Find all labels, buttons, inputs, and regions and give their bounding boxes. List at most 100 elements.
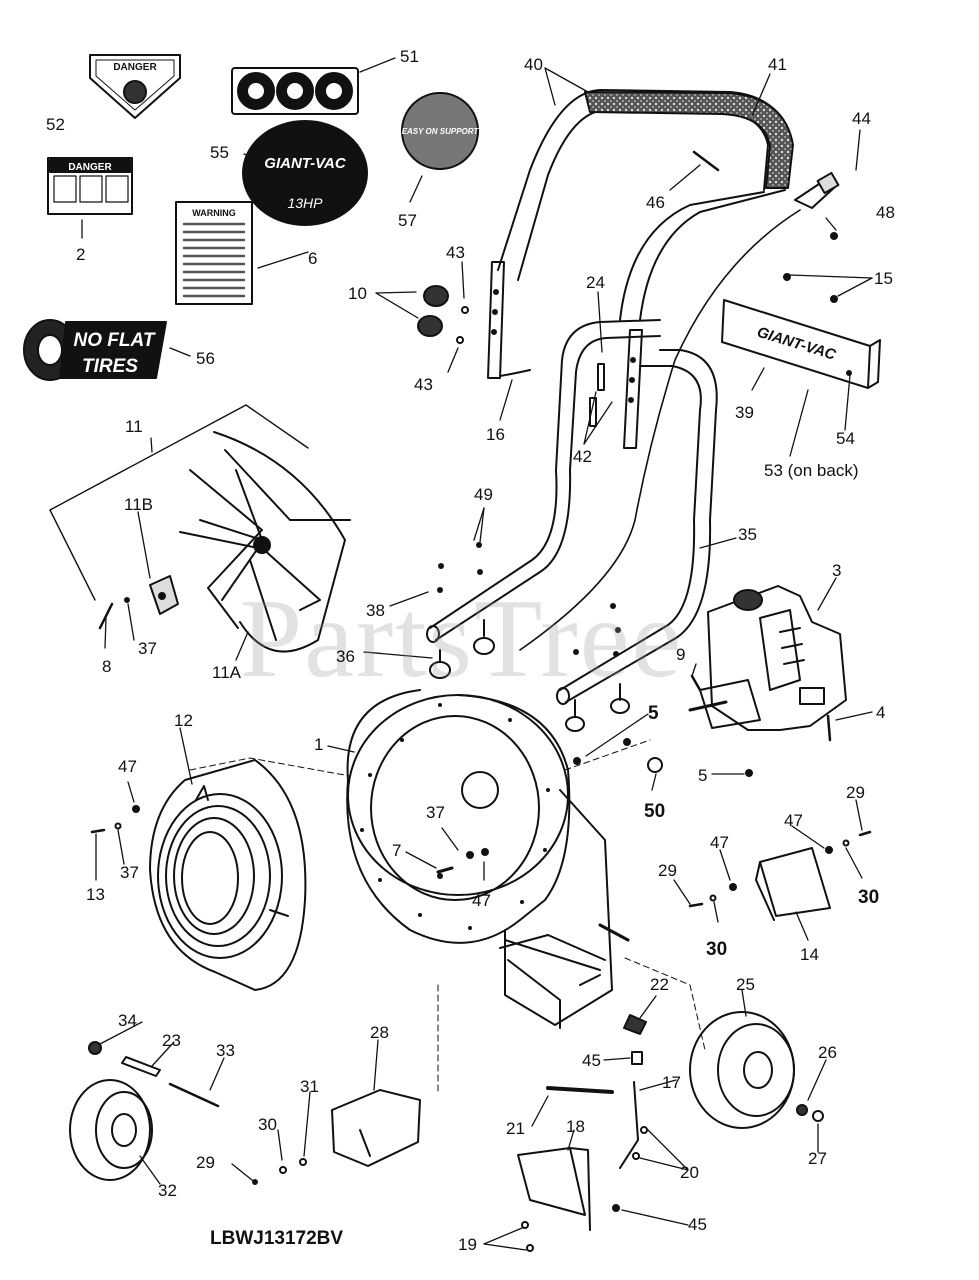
engine [688, 585, 847, 742]
model-code: LBWJ13172BV [210, 1228, 344, 1249]
inlet-cover [90, 759, 307, 991]
callout-43-bottom: 43 [414, 375, 433, 394]
callout-52: 52 [46, 115, 65, 134]
callout-30-mid: 30 [706, 939, 728, 960]
callout-45-lower: 45 [688, 1215, 707, 1234]
callout-28: 28 [370, 1023, 389, 1042]
callout-22: 22 [650, 975, 669, 994]
callout-29-left: 29 [196, 1153, 215, 1172]
assembly-lines [189, 739, 706, 1093]
callout-48: 48 [876, 203, 895, 222]
wheel-left-assembly [69, 1041, 220, 1181]
easy-badge-text: EASY ON SUPPORT [402, 127, 480, 136]
callout-20: 20 [680, 1163, 699, 1182]
danger-label-text: DANGER [68, 162, 112, 173]
callout-5-upper: 5 [648, 703, 659, 724]
callout-43-top: 43 [446, 243, 465, 262]
callout-4: 4 [876, 703, 886, 722]
watermark: PartsTree [240, 577, 684, 701]
callout-29-right: 29 [846, 783, 865, 802]
easy-badge-decal [401, 92, 479, 170]
callout-9: 9 [676, 645, 686, 664]
callout-37-housing: 37 [426, 803, 445, 822]
callout-21: 21 [506, 1119, 525, 1138]
callout-17: 17 [662, 1073, 681, 1092]
callout-1: 1 [314, 735, 324, 754]
callout-8: 8 [102, 657, 112, 676]
callout-37-fan: 37 [138, 639, 157, 658]
throttle-cable [519, 171, 840, 651]
callout-13: 13 [86, 885, 105, 904]
callout-50: 50 [644, 801, 666, 822]
plate-brand-text: GIANT-VAC [755, 324, 839, 364]
callout-47-mid: 47 [710, 833, 729, 852]
no-flat-line2: TIRES [82, 356, 138, 377]
callout-3: 3 [832, 561, 842, 580]
callout-31: 31 [300, 1077, 319, 1096]
height-adjust-parts [517, 1014, 648, 1252]
callout-41: 41 [768, 55, 787, 74]
callout-39: 39 [735, 403, 754, 422]
callout-12: 12 [174, 711, 193, 730]
callout-32: 32 [158, 1181, 177, 1200]
no-flat-line1: NO FLAT [74, 330, 156, 351]
callout-30-right: 30 [858, 887, 880, 908]
callout-47-cover: 47 [118, 757, 137, 776]
callout-54: 54 [836, 429, 855, 448]
callout-10: 10 [348, 284, 367, 303]
brand-badge-decal [242, 120, 368, 226]
callout-15: 15 [874, 269, 893, 288]
callout-42: 42 [573, 447, 592, 466]
callout-26: 26 [818, 1043, 837, 1062]
callout-37-cover: 37 [120, 863, 139, 882]
callout-7: 7 [392, 841, 402, 860]
callout-18: 18 [566, 1117, 585, 1136]
callout-33: 33 [216, 1041, 235, 1060]
callout-55: 55 [210, 143, 229, 162]
callout-49: 49 [474, 485, 493, 504]
small-parts-right [688, 830, 872, 921]
leader-lines [81, 57, 873, 1251]
callout-46: 46 [646, 193, 665, 212]
callout-11B: 11B [124, 495, 153, 514]
brand-badge-hp-text: 13HP [287, 195, 323, 211]
control-plate [721, 299, 881, 389]
callout-30-left: 30 [258, 1115, 277, 1134]
handle-brackets [487, 261, 643, 449]
callout-57: 57 [398, 211, 417, 230]
danger-label-decal [47, 157, 133, 215]
callout-25: 25 [736, 975, 755, 994]
callout-11A: 11A [212, 663, 241, 682]
danger-triangle-text: DANGER [113, 62, 157, 73]
vibration-mounts [429, 542, 753, 777]
callout-23: 23 [162, 1031, 181, 1050]
callout-45-upper: 45 [582, 1051, 601, 1070]
wheel-right [598, 923, 824, 1129]
callout-2: 2 [76, 245, 86, 264]
small-hardware-top [417, 150, 838, 427]
callout-16: 16 [486, 425, 505, 444]
callout-19: 19 [458, 1235, 477, 1254]
callout-36: 36 [336, 647, 355, 666]
callout-35: 35 [738, 525, 757, 544]
callout-14: 14 [800, 945, 819, 964]
handle-upper [497, 89, 794, 321]
safety-icons-decal [231, 67, 359, 115]
callout-38: 38 [366, 601, 385, 620]
callout-24: 24 [586, 273, 605, 292]
lower-handle-frame [426, 319, 718, 705]
brand-badge-text: GIANT-VAC [264, 155, 347, 172]
callout-29-mid: 29 [658, 861, 677, 880]
callout-47-right: 47 [784, 811, 803, 830]
callout-6: 6 [308, 249, 318, 268]
callout-11: 11 [125, 417, 143, 436]
callout-44: 44 [852, 109, 871, 128]
callout-40: 40 [524, 55, 543, 74]
callout-27: 27 [808, 1149, 827, 1168]
bracket-28 [252, 1089, 421, 1185]
fan-housing [346, 689, 613, 1029]
callout-5-lower: 5 [698, 766, 708, 785]
callout-53: 53 (on back) [764, 461, 859, 480]
